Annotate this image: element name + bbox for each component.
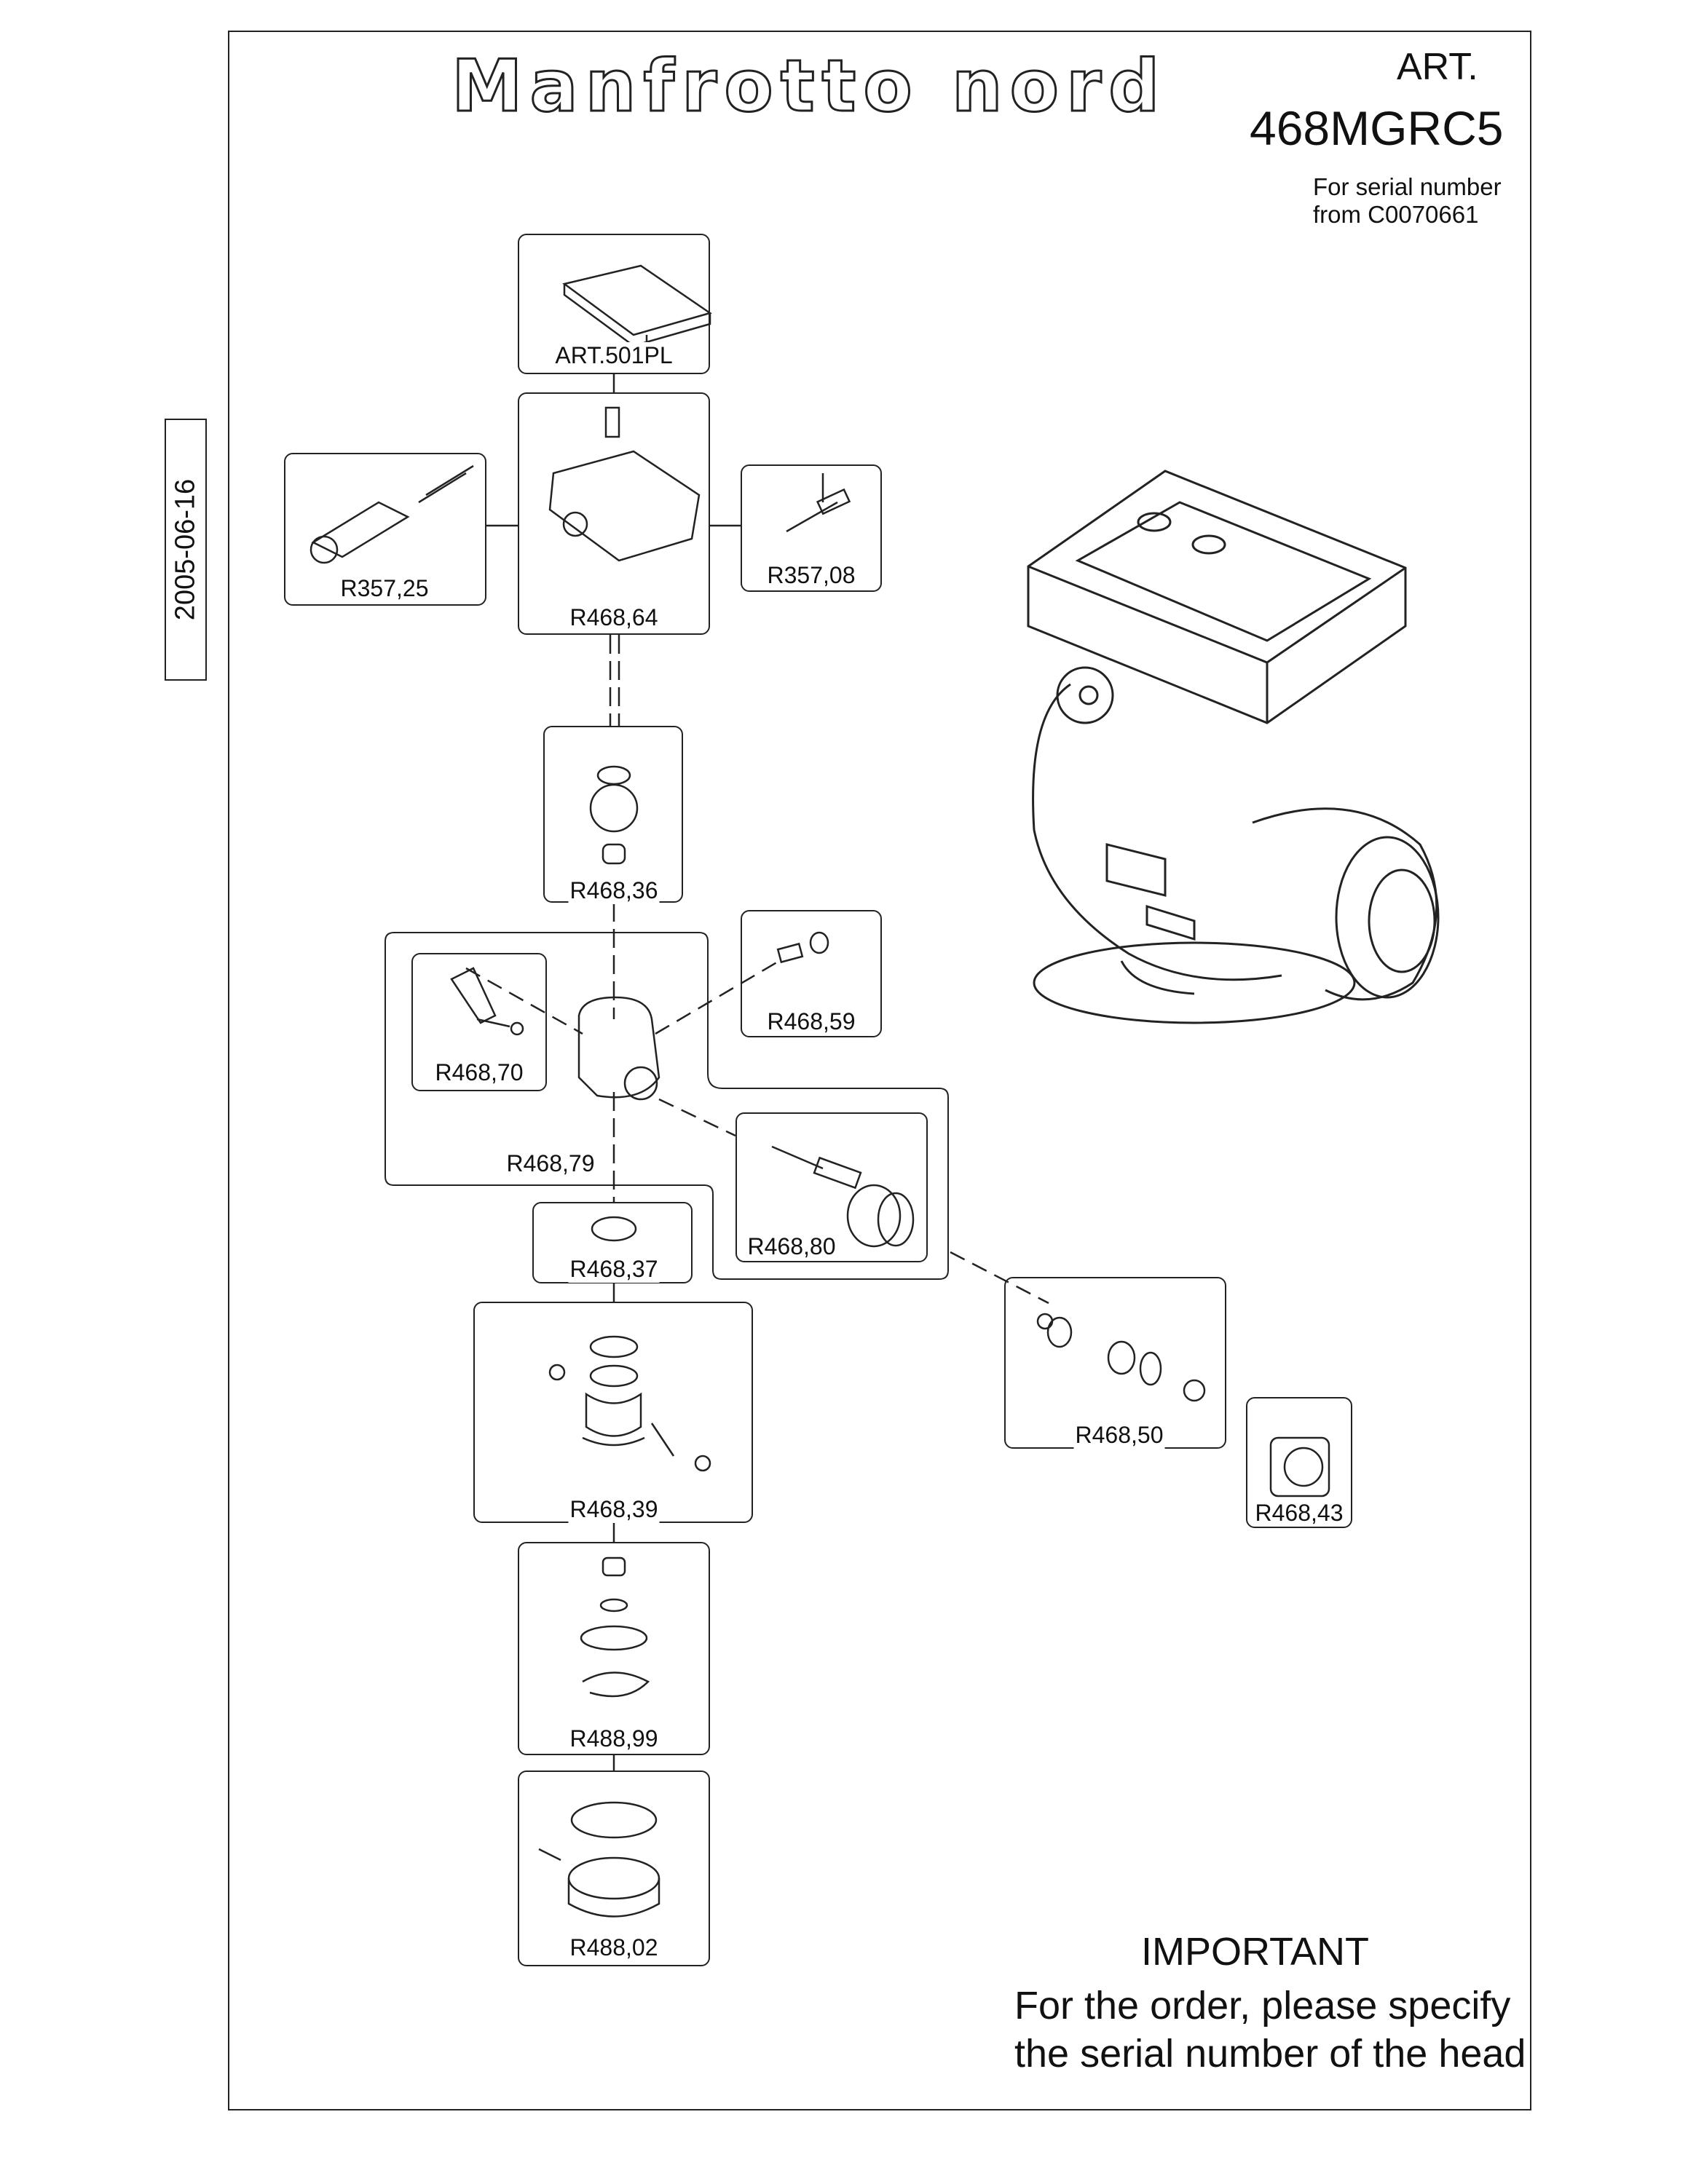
connector-line xyxy=(655,960,780,1035)
pad-icon xyxy=(776,942,804,964)
part-label-r46870: R468,70 xyxy=(433,1059,525,1086)
art-number: 468MGRC5 xyxy=(1250,101,1504,155)
rod-icon xyxy=(771,1145,824,1170)
spring-icon xyxy=(786,501,838,533)
part-box-r48899[interactable] xyxy=(518,1542,710,1755)
important-heading: IMPORTANT xyxy=(1141,1930,1370,1974)
part-label-r48802: R488,02 xyxy=(568,1934,660,1961)
art-label: ART. xyxy=(1397,46,1478,88)
part-box-art501pl[interactable] xyxy=(518,234,710,374)
base-ring-icon xyxy=(570,1801,658,1839)
part-label-art501pl: ART.501PL xyxy=(553,342,674,369)
part-label-r46843: R468,43 xyxy=(1253,1500,1345,1527)
clamp-icon xyxy=(548,450,701,562)
part-label-r46864: R468,64 xyxy=(568,604,660,631)
part-label-r46836: R468,36 xyxy=(568,877,660,904)
order-note-line-2: the serial number of the head xyxy=(1014,2032,1526,2076)
serial-line-1: For serial number xyxy=(1313,173,1502,200)
ring-icon xyxy=(591,1216,637,1242)
washer-icon xyxy=(602,1556,626,1577)
ball-head-illustration xyxy=(1027,470,1440,1024)
connector-line xyxy=(465,967,583,1035)
knob-lever-icon xyxy=(450,967,497,1024)
screw-icon xyxy=(1036,1313,1054,1330)
part-label-r46850: R468,50 xyxy=(1073,1422,1165,1449)
date-box xyxy=(165,419,207,681)
drawing-frame xyxy=(228,31,1531,2110)
knob-icon xyxy=(846,1184,902,1248)
part-box-r46843[interactable] xyxy=(1246,1397,1352,1528)
nut-icon xyxy=(1269,1436,1330,1497)
part-label-r46880: R468,80 xyxy=(746,1233,837,1260)
serial-note: For serial number from C0070661 xyxy=(1313,173,1502,229)
part-box-r46864[interactable] xyxy=(518,392,710,635)
head-body-icon xyxy=(577,996,660,1099)
brand-logo: Manfrotto nord xyxy=(450,44,1167,130)
part-label-r35708: R357,08 xyxy=(765,562,857,589)
part-box-r48802[interactable] xyxy=(518,1770,710,1966)
quick-release-plate-icon xyxy=(562,264,712,347)
part-label-r46837: R468,37 xyxy=(568,1256,660,1283)
part-box-r46870[interactable] xyxy=(411,953,547,1091)
order-note-line-1: For the order, please specify xyxy=(1014,1984,1511,2027)
part-box-r35708[interactable] xyxy=(741,464,882,592)
part-label-r35725: R357,25 xyxy=(339,575,430,602)
part-label-r46859: R468,59 xyxy=(765,1008,857,1035)
connector-line xyxy=(658,1098,736,1137)
ball-icon xyxy=(589,783,639,833)
lever-icon xyxy=(311,501,410,558)
connector-line xyxy=(950,1251,1049,1305)
part-label-r46879: R468,79 xyxy=(505,1150,596,1177)
part-box-r46880[interactable] xyxy=(735,1112,928,1262)
part-label-r48899: R488,99 xyxy=(568,1725,660,1752)
serial-line-2: from C0070661 xyxy=(1313,201,1479,228)
part-label-r46839: R468,39 xyxy=(568,1496,660,1523)
part-box-r35725[interactable] xyxy=(284,453,486,606)
part-box-r46837[interactable] xyxy=(532,1202,693,1283)
collar-icon xyxy=(589,1335,639,1358)
